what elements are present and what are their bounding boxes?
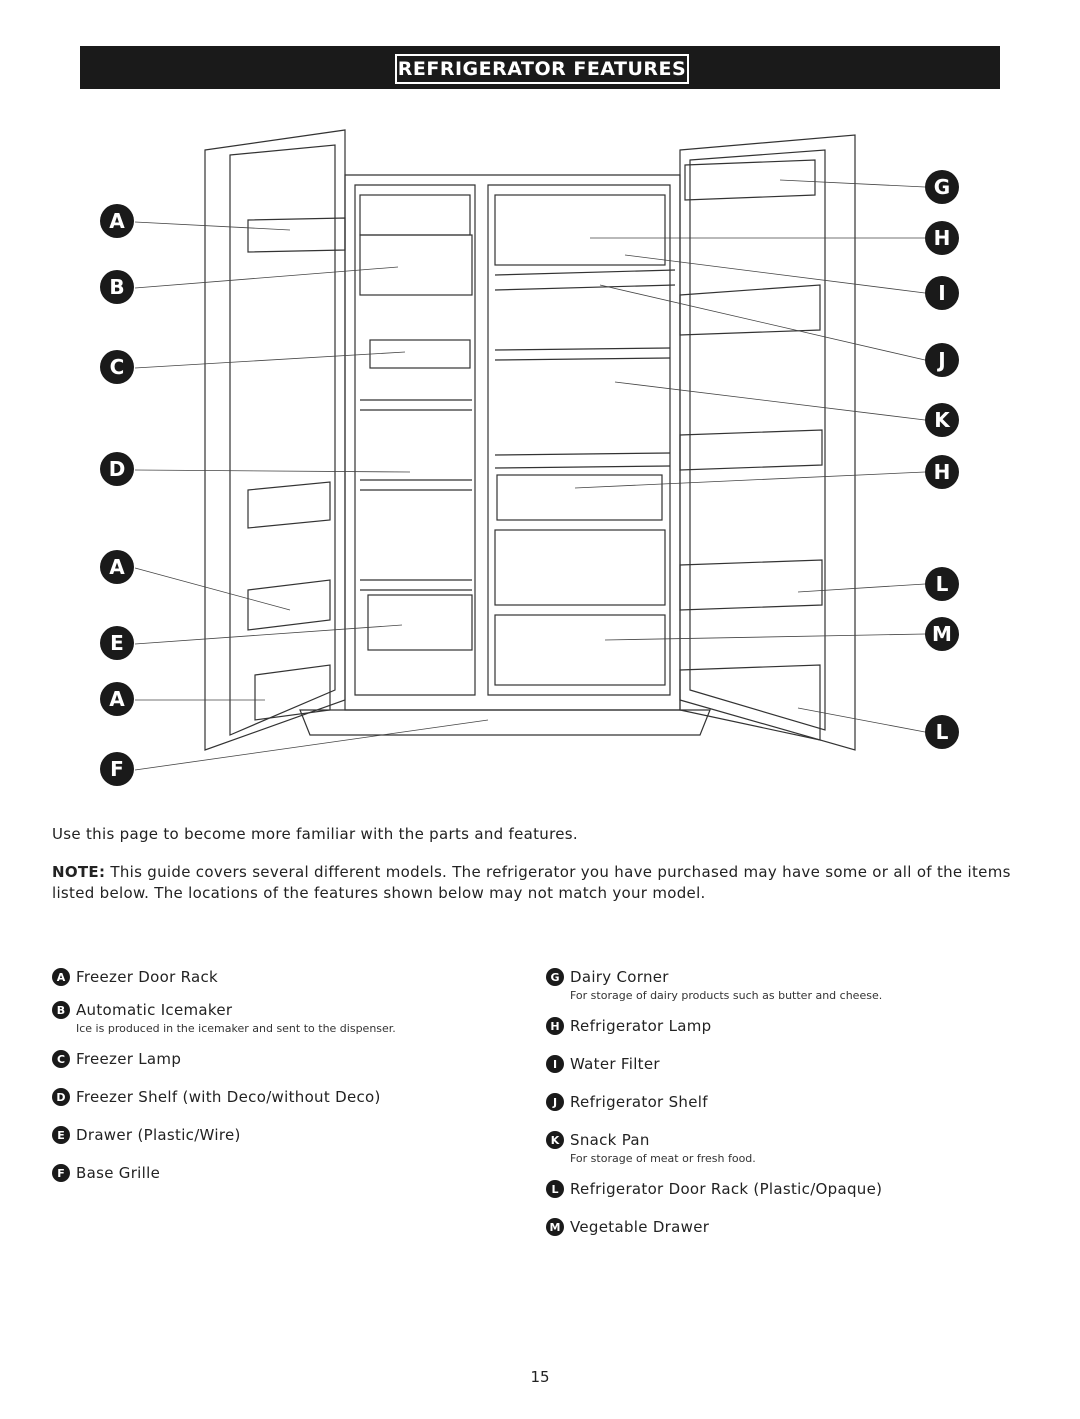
callout-a: A bbox=[100, 550, 134, 584]
callout-c: C bbox=[100, 350, 134, 384]
letter-badge: E bbox=[52, 1126, 70, 1144]
feature-item: A Freezer Door Rack bbox=[52, 968, 492, 986]
feature-desc: For storage of dairy products such as bu… bbox=[570, 989, 883, 1002]
feature-item: E Drawer (Plastic/Wire) bbox=[52, 1126, 492, 1144]
feature-item: G Dairy Corner For storage of dairy produ… bbox=[546, 968, 1026, 1002]
letter-badge: K bbox=[546, 1131, 564, 1149]
feature-item: L Refrigerator Door Rack (Plastic/Opaque) bbox=[546, 1180, 1026, 1198]
letter-badge: D bbox=[52, 1088, 70, 1106]
feature-label: Refrigerator Shelf bbox=[570, 1093, 708, 1111]
letter-badge: C bbox=[52, 1050, 70, 1068]
feature-label: Freezer Shelf (with Deco/without Deco) bbox=[76, 1088, 381, 1106]
note-label: NOTE: bbox=[52, 863, 106, 881]
refrigerator-diagram bbox=[134, 129, 926, 771]
callout-h: H bbox=[925, 455, 959, 489]
intro-text: Use this page to become more familiar wi… bbox=[52, 825, 578, 843]
feature-item: F Base Grille bbox=[52, 1164, 492, 1182]
callout-e: E bbox=[100, 626, 134, 660]
feature-label: Base Grille bbox=[76, 1164, 161, 1182]
callout-l: L bbox=[925, 715, 959, 749]
feature-item: J Refrigerator Shelf bbox=[546, 1093, 1026, 1111]
feature-desc: Ice is produced in the icemaker and sent… bbox=[76, 1022, 396, 1035]
feature-item: H Refrigerator Lamp bbox=[546, 1017, 1026, 1035]
features-right-list: G Dairy Corner For storage of dairy produ… bbox=[546, 968, 1026, 1251]
feature-item: M Vegetable Drawer bbox=[546, 1218, 1026, 1236]
features-left-list: A Freezer Door Rack B Automatic Icemaker I… bbox=[52, 968, 492, 1197]
letter-badge: A bbox=[52, 968, 70, 986]
feature-label: Refrigerator Door Rack (Plastic/Opaque) bbox=[570, 1180, 883, 1198]
callout-d: D bbox=[100, 452, 134, 486]
letter-badge: I bbox=[546, 1055, 564, 1073]
letter-badge: B bbox=[52, 1001, 70, 1019]
feature-label: Snack Pan bbox=[570, 1131, 650, 1149]
callout-a: A bbox=[100, 682, 134, 716]
feature-label: Drawer (Plastic/Wire) bbox=[76, 1126, 241, 1144]
callout-k: K bbox=[925, 403, 959, 437]
callout-f: F bbox=[100, 752, 134, 786]
feature-item: I Water Filter bbox=[546, 1055, 1026, 1073]
feature-label: Vegetable Drawer bbox=[570, 1218, 710, 1236]
feature-item: K Snack Pan For storage of meat or fresh … bbox=[546, 1131, 1026, 1165]
feature-label: Water Filter bbox=[570, 1055, 660, 1073]
feature-label: Freezer Door Rack bbox=[76, 968, 219, 986]
callout-m: M bbox=[925, 617, 959, 651]
letter-badge: H bbox=[546, 1017, 564, 1035]
callout-h: H bbox=[925, 221, 959, 255]
callout-b: B bbox=[100, 270, 134, 304]
callout-a: A bbox=[100, 204, 134, 238]
letter-badge: G bbox=[546, 968, 564, 986]
page-number: 15 bbox=[530, 1368, 550, 1386]
page-title: REFRIGERATOR FEATURES bbox=[395, 54, 689, 84]
feature-item: D Freezer Shelf (with Deco/without Deco) bbox=[52, 1088, 492, 1106]
feature-label: Dairy Corner bbox=[570, 968, 669, 986]
callout-l: L bbox=[925, 567, 959, 601]
letter-badge: F bbox=[52, 1164, 70, 1182]
letter-badge: L bbox=[546, 1180, 564, 1198]
note-paragraph: NOTE: This guide covers several differen… bbox=[52, 862, 1027, 904]
feature-label: Refrigerator Lamp bbox=[570, 1017, 712, 1035]
feature-item: C Freezer Lamp bbox=[52, 1050, 492, 1068]
letter-badge: M bbox=[546, 1218, 564, 1236]
letter-badge: J bbox=[546, 1093, 564, 1111]
note-text: This guide covers several different mode… bbox=[52, 863, 1011, 902]
callout-j: J bbox=[925, 343, 959, 377]
feature-item: B Automatic Icemaker Ice is produced in t… bbox=[52, 1001, 492, 1035]
callout-i: I bbox=[925, 276, 959, 310]
callout-g: G bbox=[925, 170, 959, 204]
feature-label: Freezer Lamp bbox=[76, 1050, 182, 1068]
feature-label: Automatic Icemaker bbox=[76, 1001, 233, 1019]
feature-desc: For storage of meat or fresh food. bbox=[570, 1152, 756, 1165]
